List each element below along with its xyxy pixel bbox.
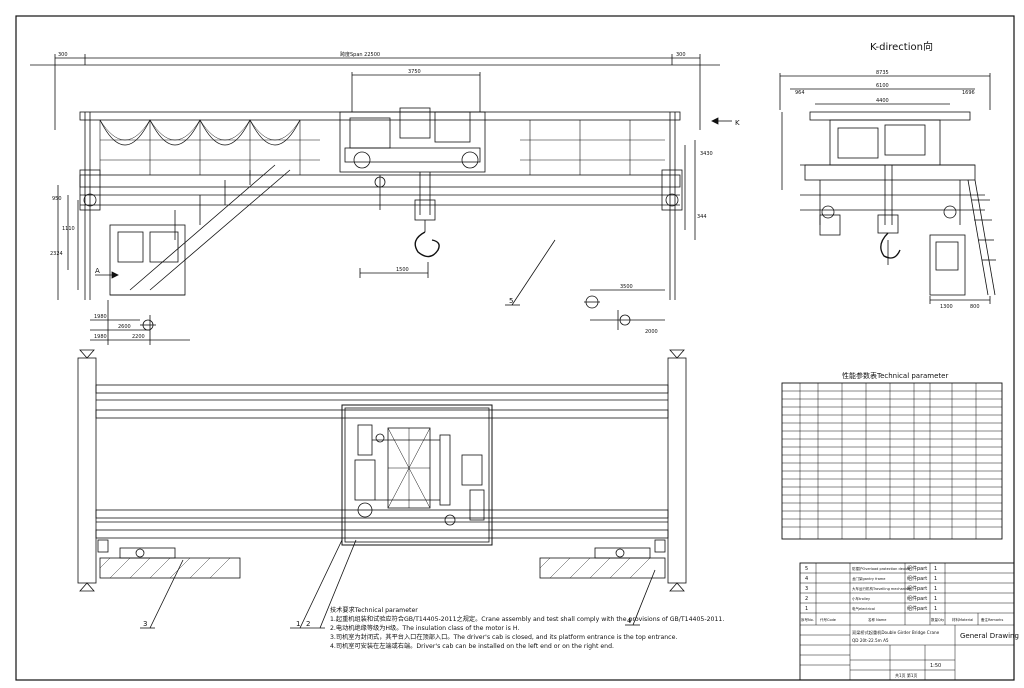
bom-row-qty: 1 xyxy=(934,596,937,602)
sheet-border xyxy=(15,15,1015,681)
bom-row-no: 1 xyxy=(805,606,808,612)
note-item-3: 3.司机室为封闭式，其平台入口在顶部入口。The driver's cab is… xyxy=(330,634,678,641)
bom-row-part: 组件part xyxy=(907,585,927,592)
dim-v-left-1: 950 xyxy=(52,196,62,202)
k-dim-total: 8735 xyxy=(876,70,889,76)
bom-row-no: 2 xyxy=(805,596,808,602)
dim-v-left-3: 2324 xyxy=(50,251,63,257)
bom-row-qty: 1 xyxy=(934,606,937,612)
balloon-4: 4 xyxy=(627,617,632,625)
k-dim-trolley: 4400 xyxy=(876,98,889,104)
dim-left-3: 2200 xyxy=(132,334,145,340)
dim-h-right: 3430 xyxy=(700,151,713,157)
bom-row-part: 组件part xyxy=(907,595,927,602)
dim-v-left-2: 1110 xyxy=(62,226,75,232)
bom-header-remarks: 备注Remarks xyxy=(981,617,1003,622)
dim-left-2: 2600 xyxy=(118,324,131,330)
bom-row-qty: 1 xyxy=(934,586,937,592)
dim-hook-offset: 1500 xyxy=(396,267,409,273)
k-arrow-label: K xyxy=(735,119,740,127)
balloon-1: 1 xyxy=(296,620,300,628)
bom-row-no: 3 xyxy=(805,586,808,592)
bom-row-qty: 1 xyxy=(934,566,937,572)
technical-notes: 技术要求Technical parameter 1.起重机组装和试验应符合GB/… xyxy=(330,606,725,651)
document-type: General Drawing xyxy=(960,632,1019,640)
dim-bottom-right-2: 2000 xyxy=(645,329,658,335)
tech-table-title: 性能参数表Technical parameter xyxy=(842,371,948,380)
note-item-4: 4.司机室可安装在左端或右端。Driver's cab can be insta… xyxy=(330,643,614,650)
balloon-2: 2 xyxy=(306,620,310,628)
bom-row-name: 大车运行机构Travelling mechanism xyxy=(852,586,912,591)
dim-left-4: 1980 xyxy=(94,334,107,340)
bom-row-name: 电气electrical xyxy=(852,606,875,611)
drawing-number: QD 20t-22.5m A5 xyxy=(852,638,889,643)
k-dim-bottom-2: 800 xyxy=(970,304,980,310)
front-elevation-view xyxy=(30,54,732,345)
balloon-3: 3 xyxy=(143,620,147,628)
dim-top-right: 300 xyxy=(676,52,686,58)
k-dim-inner: 6100 xyxy=(876,83,889,89)
technical-parameter-table xyxy=(781,382,1003,540)
bom-row-part: 组件part xyxy=(907,565,927,572)
bom-header-material: 材料Material xyxy=(952,617,973,622)
k-dim-bottom-1: 1300 xyxy=(940,304,953,310)
bom-row-name: 龙门架gantry frame xyxy=(852,576,885,581)
bom-header-qty: 数量Qty xyxy=(931,617,944,622)
title-block xyxy=(799,562,1015,681)
sheet-number: 共1页 第1页 xyxy=(895,672,917,678)
main-span-dimension: 跨度Span 22500 xyxy=(340,51,380,58)
bom-row-name: 小车trolley xyxy=(852,596,870,601)
bom-row-part: 组件part xyxy=(907,605,927,612)
dim-left-1: 1980 xyxy=(94,314,107,320)
bom-row-no: 4 xyxy=(805,576,808,582)
dim-v-right-small: 344 xyxy=(697,214,707,220)
notes-title: 技术要求Technical parameter xyxy=(330,607,418,614)
k-direction-view xyxy=(779,73,996,304)
note-item-2: 2.电动机绝缘等级为H级。The insulation class of the… xyxy=(330,625,520,632)
note-item-1: 1.起重机组装和试验应符合GB/T14405-2011之规定。Crane ass… xyxy=(330,616,725,623)
drawing-title: 双梁桥式起重机Double Girder Bridge Crane xyxy=(852,629,940,636)
view-a-label: A xyxy=(95,267,100,275)
bom-row-no: 5 xyxy=(805,566,808,572)
bom-header-name: 名称 Name xyxy=(868,617,886,622)
balloon-5: 5 xyxy=(509,297,513,305)
drawing-scale: 1:50 xyxy=(930,663,941,669)
k-view-title: K-direction向 xyxy=(870,40,933,53)
dim-top-left: 300 xyxy=(58,52,68,58)
bom-row-name: 防撞护Overload protection device xyxy=(852,566,910,571)
bom-row-part: 组件part xyxy=(907,575,927,582)
k-dim-right: 1696 xyxy=(962,90,975,96)
bom-row-qty: 1 xyxy=(934,576,937,582)
bom-header-code: 代号Code xyxy=(820,617,836,622)
k-dim-left: 964 xyxy=(795,90,805,96)
dim-bottom-right-1: 3500 xyxy=(620,284,633,290)
plan-view xyxy=(77,349,687,629)
dim-trolley-width: 3750 xyxy=(408,69,421,75)
bom-header-no: 序号No. xyxy=(801,617,814,622)
